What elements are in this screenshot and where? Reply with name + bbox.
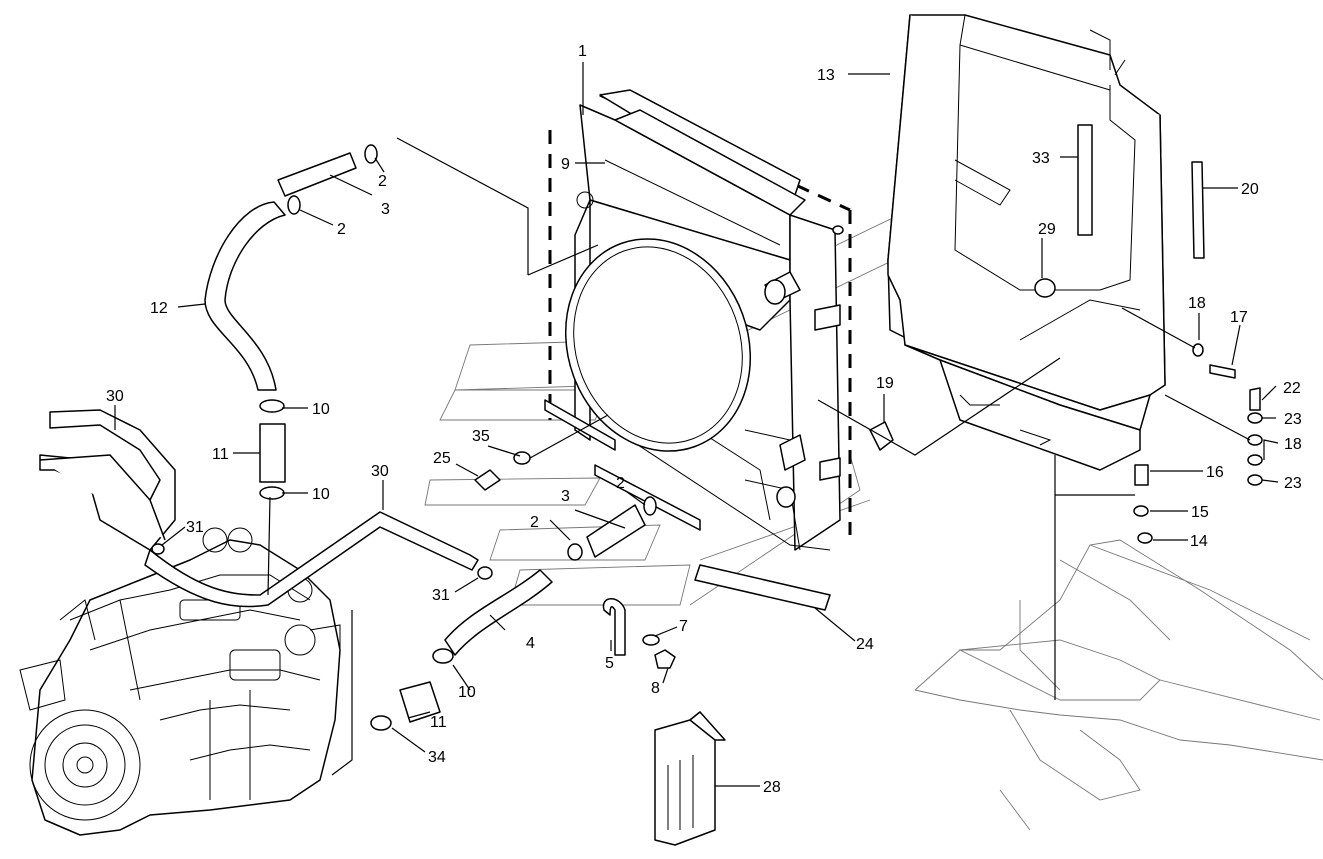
callout-9: 9 xyxy=(561,156,570,173)
callout-20: 20 xyxy=(1241,181,1259,198)
callout-10: 10 xyxy=(312,401,330,418)
callout-24: 24 xyxy=(856,636,874,653)
callout-31: 31 xyxy=(432,587,450,604)
callout-30: 30 xyxy=(371,463,389,480)
callout-8: 8 xyxy=(651,680,660,697)
callout-3: 3 xyxy=(561,488,570,505)
callout-7: 7 xyxy=(679,618,688,635)
callout-18: 18 xyxy=(1284,436,1302,453)
callout-5: 5 xyxy=(605,655,614,672)
shroud-frame xyxy=(887,14,1166,471)
callout-1: 1 xyxy=(578,43,587,60)
callout-34: 34 xyxy=(428,749,446,766)
callout-29: 29 xyxy=(1038,221,1056,238)
callout-25: 25 xyxy=(433,450,451,467)
ghost-chassis xyxy=(914,539,1323,831)
callout-3: 3 xyxy=(381,201,390,218)
callout-22: 22 xyxy=(1283,380,1301,397)
fittings xyxy=(474,343,1263,669)
callout-4: 4 xyxy=(526,635,535,652)
callout-10: 10 xyxy=(458,684,476,701)
callout-15: 15 xyxy=(1191,504,1209,521)
callout-19: 19 xyxy=(876,375,894,392)
callout-12: 12 xyxy=(150,300,168,317)
callout-14: 14 xyxy=(1190,533,1208,550)
callout-17: 17 xyxy=(1230,309,1248,326)
engine xyxy=(19,527,341,836)
connection-lines xyxy=(267,137,1251,776)
callout-labels: 1 2 2 2 2 3 3 4 5 7 8 9 10 10 10 11 11 1… xyxy=(106,43,1302,796)
hoses xyxy=(39,144,657,731)
jerry-can xyxy=(654,711,726,846)
seal-strip xyxy=(1191,161,1205,259)
callout-2: 2 xyxy=(616,475,625,492)
radiator-assembly xyxy=(544,89,852,611)
callout-33: 33 xyxy=(1032,150,1050,167)
callout-16: 16 xyxy=(1206,464,1224,481)
callout-23: 23 xyxy=(1284,411,1302,428)
callout-31: 31 xyxy=(186,519,204,536)
callout-30: 30 xyxy=(106,388,124,405)
callout-leaders xyxy=(114,62,1279,787)
callout-2: 2 xyxy=(337,221,346,238)
callout-23: 23 xyxy=(1284,475,1302,492)
callout-35: 35 xyxy=(472,428,490,445)
callout-2: 2 xyxy=(378,173,387,190)
callout-11: 11 xyxy=(212,446,229,463)
callout-11: 11 xyxy=(430,714,447,731)
callout-18: 18 xyxy=(1188,295,1206,312)
callout-28: 28 xyxy=(763,779,781,796)
callout-2: 2 xyxy=(530,514,539,531)
callout-13: 13 xyxy=(817,67,835,84)
callout-10: 10 xyxy=(312,486,330,503)
